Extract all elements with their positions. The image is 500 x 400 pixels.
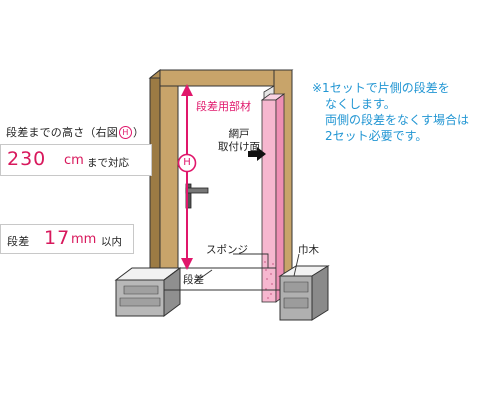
height-marker-letter: H xyxy=(183,157,191,168)
note-line-2: なくします。 xyxy=(325,97,396,111)
note-line-1: ※1セットで片側の段差を xyxy=(312,81,450,95)
floor-block-right xyxy=(278,265,330,321)
step-label-diagram: 段差 xyxy=(183,274,204,286)
floor-block-left xyxy=(114,267,280,317)
baseboard-label: 巾木 xyxy=(298,244,319,256)
step-label: 段差 xyxy=(7,235,30,248)
arrow-right-icon xyxy=(248,147,266,161)
step-part-label: 段差用部材 xyxy=(194,98,253,114)
height-marker-icon xyxy=(177,153,197,173)
note-line-3: 両側の段差をなくす場合は xyxy=(325,113,470,127)
leader-lines xyxy=(194,253,300,283)
height-label-text: 段差までの高さ（右図 xyxy=(6,126,118,139)
note-line-4: 2セット必要です。 xyxy=(325,129,428,143)
height-value: 230 xyxy=(7,148,47,170)
step-suffix: 以内 xyxy=(101,236,122,248)
step-unit: mm xyxy=(71,232,97,247)
height-dimension-arrow xyxy=(181,84,193,270)
note-text: ※1セットで片側の段差を なくします。 両側の段差をなくす場合は 2セット必要で… xyxy=(312,80,469,144)
height-marker-icon-small: H xyxy=(119,126,132,139)
height-unit: cm xyxy=(64,153,84,168)
step-part xyxy=(260,93,286,303)
sponge-label: スポンジ xyxy=(206,244,248,256)
height-value-box: 230 cm まで対応 xyxy=(0,144,152,176)
step-value: 17 xyxy=(44,227,71,249)
height-label-close: ） xyxy=(133,126,145,139)
screen-side-line-2: 取付け面 xyxy=(218,141,260,153)
step-value-box: 段差 17 mm 以内 xyxy=(0,224,134,254)
height-suffix: まで対応 xyxy=(87,157,129,169)
screen-side-label: 網戸 取付け面 xyxy=(218,128,260,154)
screen-side-line-1: 網戸 xyxy=(228,128,250,140)
